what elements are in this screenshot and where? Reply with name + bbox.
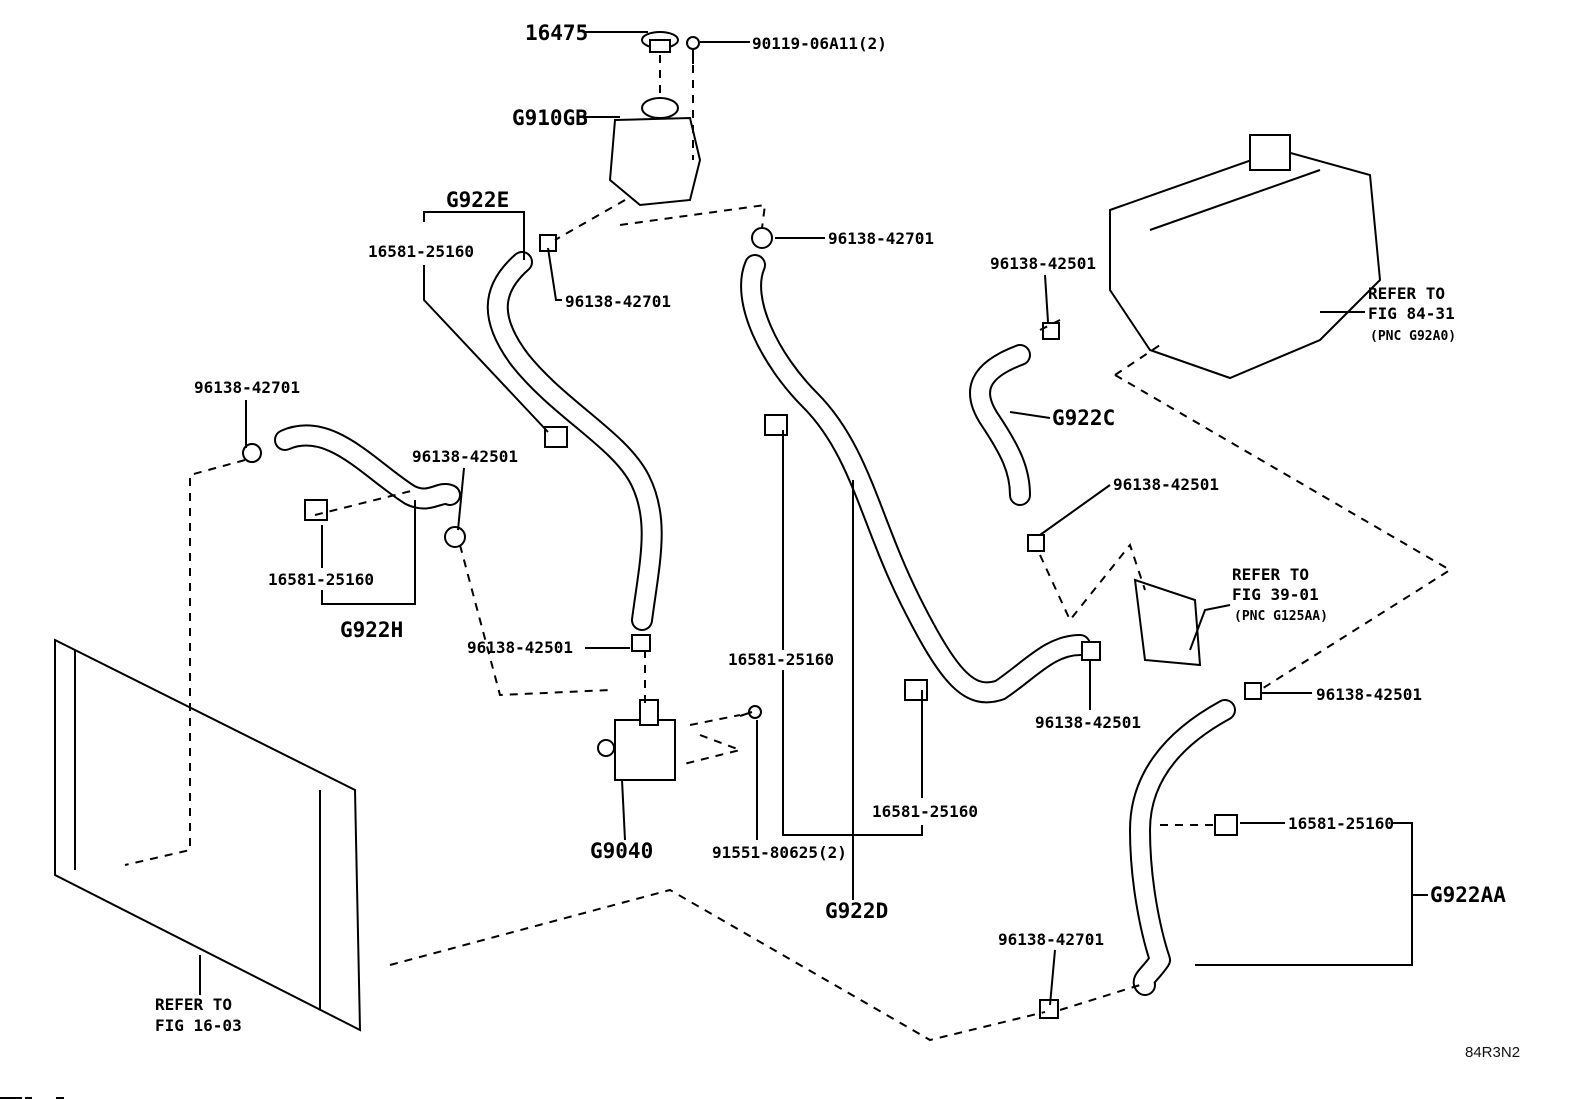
bolt-90119[interactable]: [686, 36, 700, 64]
clamp[interactable]: [444, 526, 466, 548]
clamp[interactable]: [1027, 534, 1045, 552]
reference-fig-84-31-line1: REFER TO: [1368, 284, 1445, 303]
callout-labels: 16475 90119-06A11(2) G910GB G922E 16581-…: [155, 21, 1520, 1061]
callout-g922h: G922H: [340, 618, 403, 642]
callout-g9040: G9040: [590, 839, 653, 863]
clamp[interactable]: [1081, 641, 1101, 661]
hose-support[interactable]: [304, 499, 328, 521]
inverter-assembly[interactable]: [1109, 134, 1382, 380]
hose-g922h[interactable]: [274, 424, 461, 510]
callout-96138-42701: 96138-42701: [194, 378, 300, 397]
reference-fig-39-01-pnc: (PNC G125AA): [1234, 609, 1328, 624]
clamp[interactable]: [1244, 682, 1262, 700]
hose-support[interactable]: [1214, 814, 1238, 836]
reservoir-cap[interactable]: [641, 31, 679, 53]
callout-16581-25160: 16581-25160: [728, 650, 834, 669]
callout-96138-42501: 96138-42501: [1316, 685, 1422, 704]
reference-fig-84-31-pnc: (PNC G92A0): [1370, 329, 1456, 344]
callout-96138-42501: 96138-42501: [412, 447, 518, 466]
reference-fig-16-03-line1: REFER TO: [155, 995, 232, 1014]
callout-g922aa: G922AA: [1430, 883, 1506, 907]
reference-fig-16-03-line2: FIG 16-03: [155, 1016, 242, 1035]
hose-g922aa[interactable]: [1129, 699, 1236, 996]
clamp[interactable]: [631, 634, 651, 652]
callout-91551-80625: 91551-80625(2): [712, 843, 847, 862]
leader-lines: [199, 31, 1428, 1006]
callout-16581-25160: 16581-25160: [268, 570, 374, 589]
reservoir-tank[interactable]: [608, 97, 702, 207]
callout-96138-42701: 96138-42701: [998, 930, 1104, 949]
callout-16581-25160: 16581-25160: [872, 802, 978, 821]
callout-16581-25160: 16581-25160: [368, 242, 474, 261]
reference-fig-84-31-line2: FIG 84-31: [1368, 304, 1455, 323]
hose-support[interactable]: [904, 679, 928, 701]
radiator[interactable]: [54, 638, 362, 1032]
callout-g922c: G922C: [1052, 406, 1115, 430]
pump-bolt[interactable]: [739, 705, 762, 719]
callout-96138-42701: 96138-42701: [565, 292, 671, 311]
hose-g922c[interactable]: [969, 344, 1031, 506]
heat-exchanger[interactable]: [1133, 578, 1202, 667]
clamp[interactable]: [1039, 999, 1059, 1019]
callout-96138-42501: 96138-42501: [467, 638, 573, 657]
callout-16475: 16475: [525, 21, 588, 45]
clamp[interactable]: [751, 227, 773, 249]
hose-support[interactable]: [764, 414, 788, 436]
reference-fig-39-01-line2: FIG 39-01: [1232, 585, 1319, 604]
callout-90119-06a11: 90119-06A11(2): [752, 34, 887, 53]
callout-g922d: G922D: [825, 899, 888, 923]
callout-96138-42501: 96138-42501: [990, 254, 1096, 273]
callout-96138-42501: 96138-42501: [1035, 713, 1141, 732]
callout-96138-42501: 96138-42501: [1113, 475, 1219, 494]
hose-g922d[interactable]: [740, 254, 1091, 704]
clamp[interactable]: [242, 443, 262, 463]
callout-g922e: G922E: [446, 188, 509, 212]
reference-fig-39-01-line1: REFER TO: [1232, 565, 1309, 584]
assembly-lines: [124, 55, 1452, 1042]
callout-16581-25160: 16581-25160: [1288, 814, 1394, 833]
hose-g922e[interactable]: [486, 251, 663, 631]
callout-g910gb: G910GB: [512, 106, 588, 130]
hose-support[interactable]: [544, 426, 568, 448]
water-pump[interactable]: [597, 699, 676, 781]
figure-code: 84R3N2: [1465, 1044, 1520, 1061]
callout-96138-42701: 96138-42701: [828, 229, 934, 248]
clamp[interactable]: [1042, 322, 1060, 340]
